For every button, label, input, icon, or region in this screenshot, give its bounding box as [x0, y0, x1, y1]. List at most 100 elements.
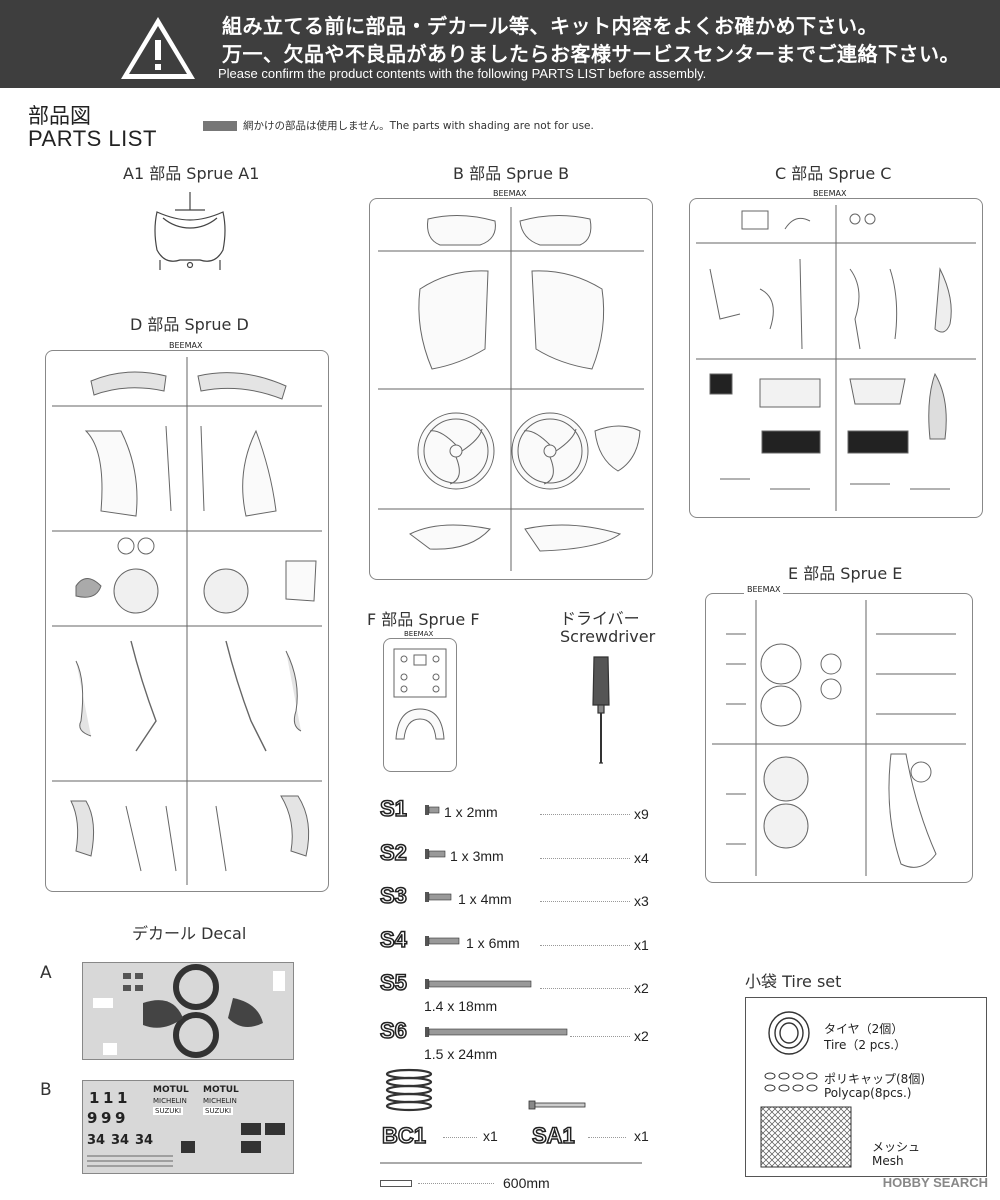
sprue-d-frame: BEEMAX	[45, 341, 329, 892]
sprue-f-maker: BEEMAX	[402, 630, 436, 638]
decal-motul-1: MOTUL	[153, 1085, 189, 1095]
sprue-a1-label: A1 部品 Sprue A1	[123, 164, 260, 183]
screw-qty-s1: x9	[634, 806, 649, 822]
screw-size-s5: 1.4 x 18mm	[424, 998, 498, 1014]
sprue-b-frame: BEEMAX	[369, 189, 653, 580]
screw-code-s1: S1	[379, 795, 407, 822]
sprue-b-parts	[378, 207, 644, 571]
polycap-label-jp: ポリキャップ(8個)	[824, 1072, 925, 1086]
screw-code-s6: S6	[379, 1017, 407, 1044]
mesh-label-en: Mesh	[872, 1154, 904, 1168]
bc1-leader	[443, 1137, 477, 1138]
sprue-d-maker: BEEMAX	[166, 341, 206, 350]
screw-s2-icon	[425, 849, 446, 859]
decal-number-9c: 9	[115, 1109, 126, 1127]
sprue-c-parts	[696, 205, 976, 511]
shaft-icon	[528, 1100, 586, 1110]
decal-title: デカール Decal	[132, 924, 247, 943]
sprue-d-parts	[52, 357, 322, 885]
screw-qty-s4: x1	[634, 937, 649, 953]
sprue-e-label: E 部品 Sprue E	[788, 564, 903, 583]
sprue-e-frame: BEEMAX	[705, 585, 973, 883]
tire-label-en: Tire（2 pcs.）	[824, 1038, 907, 1052]
sprue-f-parts	[393, 648, 447, 740]
screw-size-s6: 1.5 x 24mm	[424, 1046, 498, 1062]
screw-s1-icon	[425, 805, 440, 815]
bc1-qty: x1	[483, 1128, 498, 1144]
sprue-d-label: D 部品 Sprue D	[130, 315, 249, 334]
decal-number-1a: 1	[89, 1089, 100, 1107]
sprue-c-frame: BEEMAX	[689, 189, 983, 518]
decal-michelin-2: MICHELIN	[203, 1097, 237, 1105]
decal-number-34b: 34	[111, 1133, 130, 1148]
screwdriver-label-jp: ドライバー	[560, 609, 640, 628]
rod-length: 600mm	[503, 1175, 550, 1191]
warning-icon	[121, 17, 195, 79]
screw-code-s5: S5	[379, 969, 407, 996]
rod-icon	[380, 1180, 412, 1187]
sprue-e-maker: BEEMAX	[744, 585, 784, 594]
screw-qty-s3: x3	[634, 893, 649, 909]
decal-sheet-a	[82, 962, 294, 1060]
screw-leader-s2	[540, 858, 630, 859]
screw-s4-icon	[425, 936, 460, 946]
screw-qty-s2: x4	[634, 850, 649, 866]
screw-leader-s1	[540, 814, 630, 815]
screw-s3-icon	[425, 892, 452, 902]
bc1-code: BC1	[381, 1122, 427, 1149]
decal-b-label: B	[40, 1080, 52, 1100]
rod-line	[380, 1162, 642, 1164]
screw-s5-icon	[425, 979, 532, 989]
screw-size-s4: 1 x 6mm	[466, 935, 520, 951]
decal-number-34a: 34	[87, 1133, 106, 1148]
decal-suzuki-2: SUZUKI	[203, 1107, 234, 1115]
rod-leader	[418, 1183, 494, 1184]
decal-number-1c: 1	[117, 1089, 128, 1107]
page-title-jp: 部品図	[28, 104, 91, 128]
screw-size-s2: 1 x 3mm	[450, 848, 504, 864]
screw-size-s3: 1 x 4mm	[458, 891, 512, 907]
decal-number-9a: 9	[87, 1109, 98, 1127]
sa1-leader	[588, 1137, 626, 1138]
polycap-icon	[764, 1072, 818, 1092]
screw-s6-icon	[425, 1027, 568, 1037]
sprue-e-parts	[712, 600, 966, 876]
sprue-b-maker: BEEMAX	[490, 189, 530, 198]
decal-motul-2: MOTUL	[203, 1085, 239, 1095]
page-title-en: PARTS LIST	[28, 126, 157, 151]
sprue-f-label: F 部品 Sprue F	[367, 610, 480, 629]
mesh-icon	[760, 1106, 852, 1168]
screw-code-s4: S4	[379, 926, 407, 953]
decal-number-9b: 9	[101, 1109, 112, 1127]
sprue-a1-drawing	[154, 192, 226, 270]
screwdriver-label-en: Screwdriver	[560, 627, 656, 646]
sa1-code: SA1	[531, 1122, 575, 1149]
screw-qty-s6: x2	[634, 1028, 649, 1044]
decal-number-1b: 1	[103, 1089, 114, 1107]
screwdriver-icon	[592, 656, 610, 764]
sprue-b-label: B 部品 Sprue B	[453, 164, 570, 183]
watermark: HOBBY SEARCH	[882, 1175, 988, 1190]
decal-a-artwork	[93, 964, 285, 1058]
decal-michelin-1: MICHELIN	[153, 1097, 187, 1105]
screw-leader-s3	[540, 901, 630, 902]
screw-code-s2: S2	[379, 839, 407, 866]
banner-line-1: 組み立てる前に部品・デカール等、キット内容をよくお確かめ下さい。	[222, 14, 878, 38]
decal-b-artwork	[87, 1123, 285, 1167]
tire-set-title: 小袋 Tire set	[745, 972, 842, 991]
decal-a-label: A	[40, 963, 52, 983]
tire-label-jp: タイヤ（2個）	[824, 1022, 904, 1036]
tire-set-box: タイヤ（2個） Tire（2 pcs.） ポリキャップ(8個) Polycap(…	[745, 997, 987, 1177]
shading-swatch	[203, 121, 237, 131]
polycap-label-en: Polycap(8pcs.)	[824, 1086, 912, 1100]
screw-code-s3: S3	[379, 882, 407, 909]
decal-number-34c: 34	[135, 1133, 154, 1148]
sa1-qty: x1	[634, 1128, 649, 1144]
spring-icon	[385, 1068, 433, 1112]
decal-sheet-b: MOTUL MOTUL MICHELIN MICHELIN SUZUKI SUZ…	[82, 1080, 294, 1174]
screw-size-s1: 1 x 2mm	[444, 804, 498, 820]
screw-leader-s5	[540, 988, 630, 989]
sprue-f-frame: BEEMAX	[383, 630, 457, 772]
sprue-c-label: C 部品 Sprue C	[775, 164, 892, 183]
decal-suzuki-1: SUZUKI	[153, 1107, 184, 1115]
